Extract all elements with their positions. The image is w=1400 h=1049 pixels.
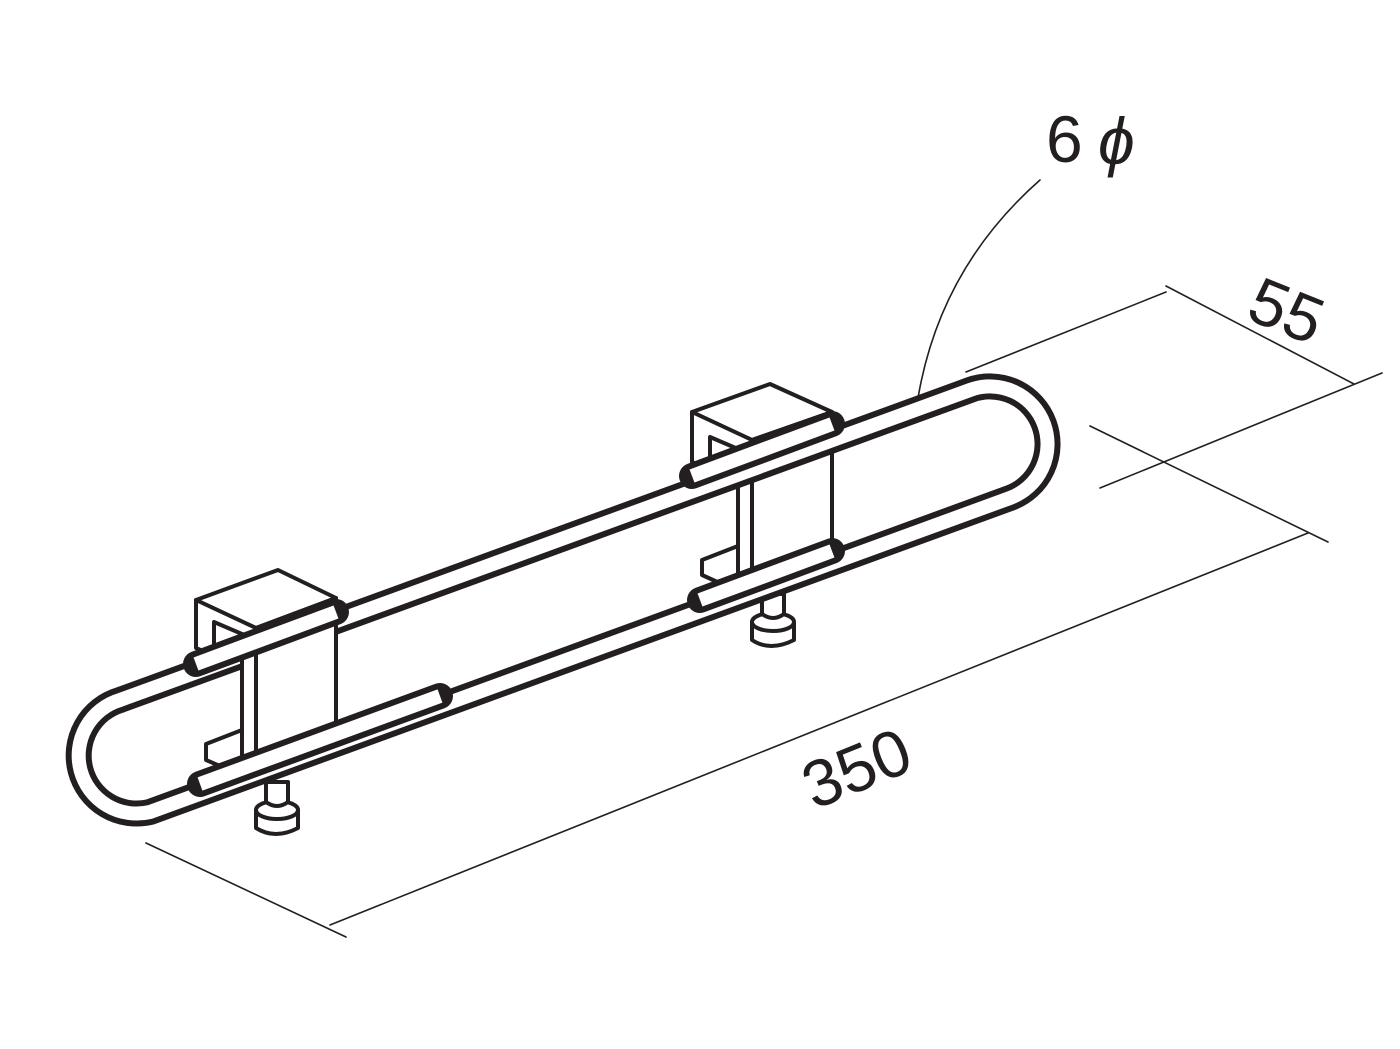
length-label: 350 — [792, 713, 922, 823]
wire-loop — [65, 373, 1061, 827]
foot-right — [750, 592, 796, 648]
clamp-left — [183, 568, 453, 797]
dimension-width — [965, 285, 1383, 489]
clamp-right-rail-overlay — [679, 411, 845, 613]
foot-left — [254, 780, 300, 836]
dimension-length — [145, 425, 1329, 938]
diameter-leader — [917, 179, 1041, 399]
diameter-label: 6 — [1046, 102, 1083, 176]
diameter-symbol: ϕ — [1098, 104, 1135, 178]
width-label: 55 — [1239, 262, 1335, 358]
